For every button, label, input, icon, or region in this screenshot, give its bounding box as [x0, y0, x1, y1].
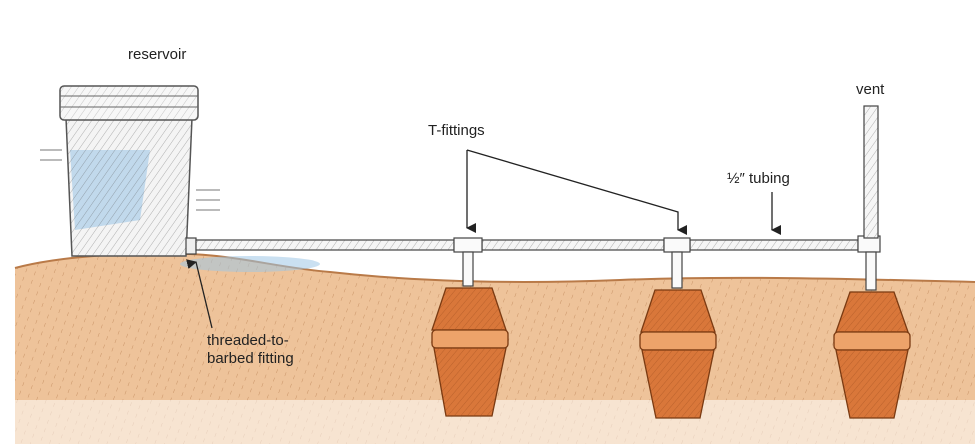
vent-pipe [863, 105, 879, 239]
threaded-fitting [185, 237, 197, 255]
tubing-label: ½″ tubing [727, 170, 790, 187]
clay-pot-3 [833, 291, 911, 419]
fitting-label-line1: threaded-to- [207, 332, 289, 349]
t-fitting-arrow-2 [466, 149, 687, 235]
fitting-arrow [186, 259, 213, 329]
t-fitting-2 [663, 237, 691, 289]
water-seepage [180, 256, 320, 272]
vent-label: vent [856, 81, 885, 98]
t-fittings-label: T-fittings [428, 122, 485, 139]
fitting-label-line2: barbed fitting [207, 350, 294, 367]
reservoir-bucket [40, 85, 220, 257]
leader-arrows [186, 149, 781, 329]
main-tubing [195, 239, 859, 251]
reservoir-label: reservoir [128, 46, 187, 63]
t-fitting-1 [453, 237, 483, 287]
clay-pot-2 [639, 289, 717, 419]
clay-pot-1 [431, 287, 509, 417]
